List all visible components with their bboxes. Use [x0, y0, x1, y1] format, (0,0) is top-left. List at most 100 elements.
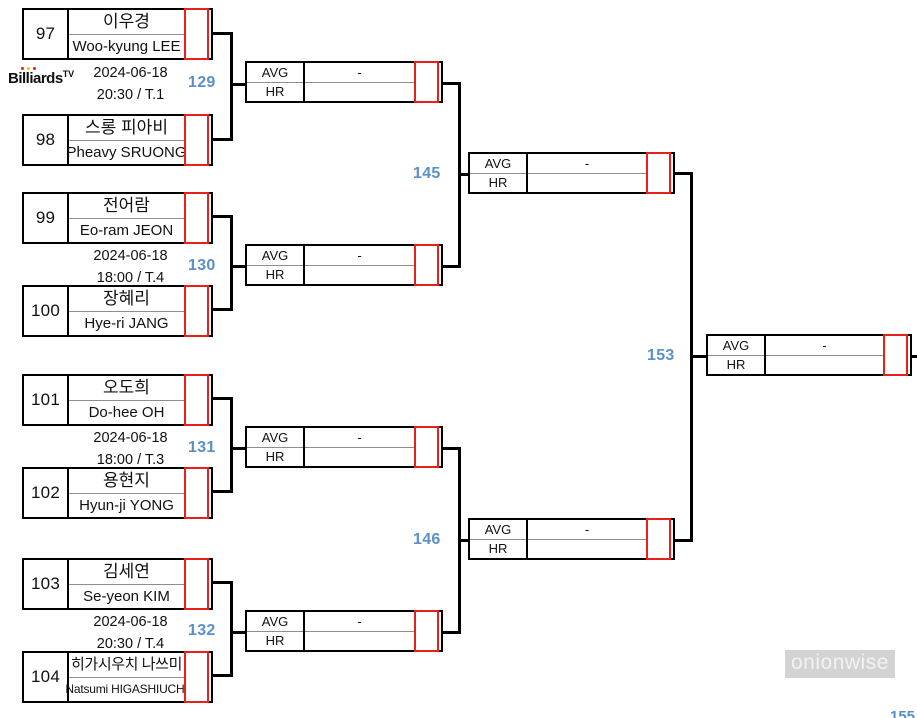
- match-score-cell[interactable]: [645, 151, 673, 194]
- player-score-cell[interactable]: [183, 7, 211, 60]
- player-name-kr: 히가시우치 나쓰미: [69, 653, 184, 678]
- match-schedule: 2024-06-18 18:00 / T.4: [63, 245, 198, 290]
- player-score-cell[interactable]: [183, 191, 211, 244]
- match-result-box[interactable]: AVG HR -: [468, 151, 675, 194]
- match-score-cell[interactable]: [413, 243, 441, 286]
- seed-number: 104: [24, 653, 69, 701]
- result-values: -: [305, 63, 414, 101]
- bracket-connector: [230, 32, 233, 141]
- player-entry[interactable]: 101 오도희 Do-hee OH: [22, 373, 213, 426]
- hr-label: HR: [265, 267, 285, 283]
- player-name-kr: 전어람: [69, 194, 184, 219]
- bracket-connector: [458, 539, 472, 542]
- bracket-connector: [443, 447, 461, 450]
- result-values: -: [528, 520, 646, 558]
- player-name-en: Do-hee OH: [88, 403, 165, 421]
- player-names: 김세연 Se-yeon KIM: [69, 560, 184, 608]
- watermark: onionwise: [785, 650, 895, 679]
- player-score-cell[interactable]: [183, 650, 211, 703]
- match-score-cell[interactable]: [413, 609, 441, 652]
- bracket-connector: [213, 138, 233, 141]
- bracket-connector: [213, 490, 233, 493]
- avg-value: -: [528, 154, 646, 174]
- bracket-connector: [213, 397, 233, 400]
- bracket-connector: [230, 581, 233, 677]
- player-entry[interactable]: 97 이우경 Woo-kyung LEE: [22, 7, 213, 60]
- seed-number: 98: [24, 116, 69, 164]
- hr-label: HR: [726, 357, 746, 373]
- match-time-table: 20:30 / T.1: [96, 87, 165, 104]
- player-name-en: Hye-ri JANG: [84, 314, 169, 332]
- logo-dot-1: [21, 67, 24, 70]
- match-score-cell[interactable]: [413, 425, 441, 468]
- player-score-cell[interactable]: [183, 113, 211, 166]
- player-name-en: Natsumi HIGASHIUCHI: [65, 682, 188, 697]
- player-name-kr: 용현지: [69, 469, 184, 494]
- hr-value: [528, 540, 646, 559]
- player-names: 전어람 Eo-ram JEON: [69, 194, 184, 242]
- match-result-box[interactable]: AVG HR -: [245, 425, 443, 468]
- match-score-cell[interactable]: [882, 333, 910, 376]
- avg-value: -: [305, 63, 414, 83]
- match-number: 146: [413, 531, 441, 548]
- match-result-box[interactable]: AVG HR -: [245, 609, 443, 652]
- player-names: 스롱 피아비 Pheavy SRUONG: [66, 116, 187, 164]
- match-date: 2024-06-18: [93, 614, 168, 630]
- avg-label: AVG: [247, 428, 303, 448]
- result-labels: AVG HR: [247, 246, 305, 284]
- player-entry[interactable]: 100 장혜리 Hye-ri JANG: [22, 284, 213, 337]
- match-result-box[interactable]: AVG HR -: [468, 517, 675, 560]
- bracket-connector: [230, 631, 248, 634]
- player-names: 오도희 Do-hee OH: [69, 376, 184, 424]
- result-values: -: [305, 246, 414, 284]
- seed-number: 97: [24, 10, 69, 58]
- match-schedule: 2024-06-18 20:30 / T.1: [63, 62, 198, 107]
- match-score-cell[interactable]: [645, 517, 673, 560]
- player-entry[interactable]: 103 김세연 Se-yeon KIM: [22, 557, 213, 610]
- player-entry[interactable]: 102 용현지 Hyun-ji YONG: [22, 466, 213, 519]
- logo-dot-3: [33, 67, 36, 70]
- player-score-cell[interactable]: [183, 373, 211, 426]
- avg-label: AVG: [470, 520, 526, 540]
- player-names: 히가시우치 나쓰미 Natsumi HIGASHIUCHI: [65, 653, 188, 701]
- match-schedule: 2024-06-18 20:30 / T.4: [63, 611, 198, 656]
- bracket-connector: [230, 397, 233, 493]
- player-names: 이우경 Woo-kyung LEE: [69, 10, 184, 58]
- match-time-table: 18:00 / T.4: [96, 270, 165, 287]
- player-name-kr: 장혜리: [69, 287, 184, 312]
- player-score-cell[interactable]: [183, 557, 211, 610]
- seed-number: 99: [24, 194, 69, 242]
- player-score-cell[interactable]: [183, 284, 211, 337]
- bracket-connector: [213, 32, 233, 35]
- result-labels: AVG HR: [708, 336, 766, 374]
- result-values: -: [305, 612, 414, 650]
- seed-number: 100: [24, 287, 69, 335]
- bracket-connector: [675, 539, 693, 542]
- billiards-tv-logo: BilliardsTV: [8, 67, 74, 86]
- match-number: 130: [188, 257, 216, 274]
- bracket-connector: [458, 173, 472, 176]
- match-number: 153: [647, 347, 675, 364]
- player-score-cell[interactable]: [183, 466, 211, 519]
- player-name-en: Pheavy SRUONG: [66, 143, 187, 161]
- result-labels: AVG HR: [247, 612, 305, 650]
- bracket-connector: [230, 215, 233, 311]
- result-values: -: [528, 154, 646, 192]
- avg-value: -: [305, 428, 414, 448]
- match-result-box[interactable]: AVG HR -: [706, 333, 912, 376]
- match-result-box[interactable]: AVG HR -: [245, 243, 443, 286]
- player-name-en: Se-yeon KIM: [83, 587, 170, 605]
- match-number: 129: [188, 74, 216, 91]
- match-date: 2024-06-18: [93, 248, 168, 264]
- player-entry[interactable]: 99 전어람 Eo-ram JEON: [22, 191, 213, 244]
- match-result-box[interactable]: AVG HR -: [245, 60, 443, 103]
- player-name-kr: 김세연: [69, 560, 184, 585]
- match-score-cell[interactable]: [413, 60, 441, 103]
- bracket-connector: [443, 265, 461, 268]
- hr-label: HR: [265, 84, 285, 100]
- player-entry[interactable]: 98 스롱 피아비 Pheavy SRUONG: [22, 113, 213, 166]
- player-entry[interactable]: 104 히가시우치 나쓰미 Natsumi HIGASHIUCHI: [22, 650, 213, 703]
- hr-value: [305, 83, 414, 102]
- bracket-connector: [213, 581, 233, 584]
